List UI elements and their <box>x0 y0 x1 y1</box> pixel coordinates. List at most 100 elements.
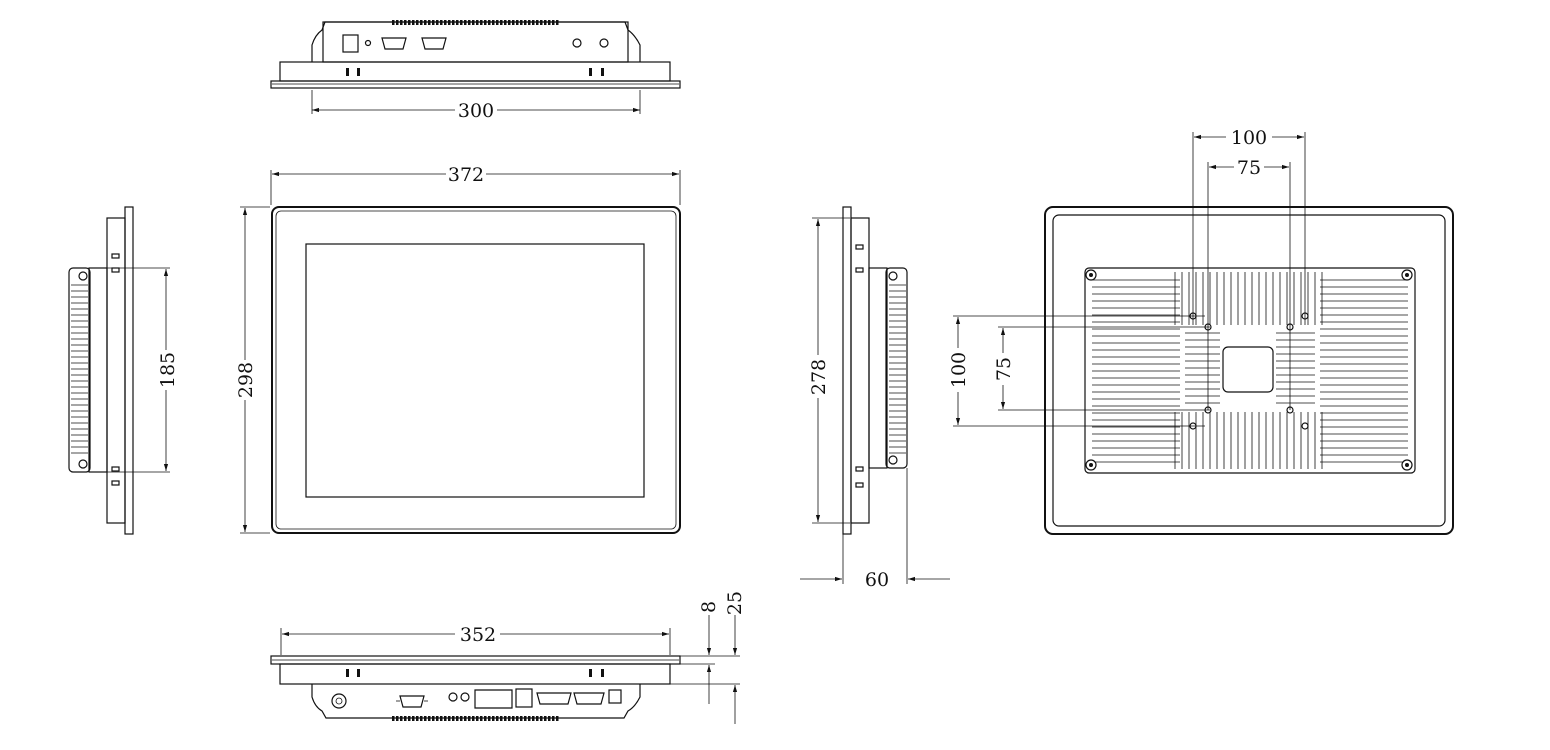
db9-port-icon <box>421 37 447 50</box>
vesa-v-outer-label: 100 <box>948 352 970 388</box>
vent-slot <box>416 716 419 721</box>
front-view: 372 298 <box>235 164 681 534</box>
hdmi-port-icon <box>474 689 513 709</box>
vent-slot <box>456 20 459 25</box>
vent-slot <box>548 20 551 25</box>
screw-center <box>1089 463 1093 467</box>
vent-slot <box>556 20 559 25</box>
lan-port-icon <box>515 688 533 708</box>
vent-slot <box>480 716 483 721</box>
audio-jack-icon <box>448 692 458 702</box>
mount-screws <box>1085 269 1413 471</box>
top-width-label: 300 <box>458 100 494 122</box>
vent-slot <box>524 20 527 25</box>
vent-slot <box>392 716 395 721</box>
bottom-view: 352 8 25 <box>270 591 746 724</box>
vent-slot <box>444 716 447 721</box>
vent-slot <box>512 20 515 25</box>
top-vent-strip <box>392 20 559 25</box>
vent-slot <box>404 20 407 25</box>
vent-slot <box>472 716 475 721</box>
screw-center <box>1405 463 1409 467</box>
vent-slot <box>516 716 519 721</box>
vent-slot <box>524 716 527 721</box>
vent-slot <box>520 716 523 721</box>
vent-slot <box>412 716 415 721</box>
vent-slot <box>532 20 535 25</box>
vent-slot <box>464 716 467 721</box>
vent-slot <box>400 20 403 25</box>
bezel-thickness-label: 8 <box>698 601 720 613</box>
vent-slot <box>536 716 539 721</box>
vent-slot <box>432 716 435 721</box>
vent-slot <box>556 716 559 721</box>
display-screen <box>305 243 645 498</box>
left-side-view: 185 <box>68 206 179 535</box>
audio-jack-icon <box>460 692 470 702</box>
vent-slot <box>404 716 407 721</box>
vent-slot <box>420 20 423 25</box>
vent-slot <box>460 20 463 25</box>
vent-slot <box>396 20 399 25</box>
vent-slot <box>488 716 491 721</box>
vent-slot <box>520 20 523 25</box>
vent-slot <box>448 716 451 721</box>
screw-center <box>1089 273 1093 277</box>
vent-slot <box>400 716 403 721</box>
power-button-icon <box>331 693 347 709</box>
back-view: 100 75 100 75 <box>948 127 1454 535</box>
vent-slot <box>412 20 415 25</box>
vent-slot <box>396 716 399 721</box>
vent-slot <box>496 716 499 721</box>
vent-slot <box>436 20 439 25</box>
vent-slot <box>468 716 471 721</box>
vent-slot <box>448 20 451 25</box>
vent-slot <box>528 716 531 721</box>
vent-slot <box>440 716 443 721</box>
depth-label: 60 <box>865 569 889 591</box>
vent-slot <box>480 20 483 25</box>
vga-port-icon <box>536 692 572 705</box>
vent-slot <box>392 20 395 25</box>
vent-slot <box>444 20 447 25</box>
vent-slot <box>508 716 511 721</box>
panel-thickness-label: 25 <box>724 591 746 615</box>
right-side-view: 278 60 <box>800 206 950 591</box>
vent-slot <box>424 20 427 25</box>
vent-slot <box>496 20 499 25</box>
vent-slot <box>468 20 471 25</box>
vesa-h-inner-label: 75 <box>1237 157 1261 179</box>
vent-slot <box>552 716 555 721</box>
side-height-label: 278 <box>808 359 830 395</box>
usb-port-icon <box>608 689 622 704</box>
bottom-vent-strip <box>392 716 559 721</box>
vent-slot <box>484 716 487 721</box>
vent-slot <box>508 20 511 25</box>
vent-slot <box>420 716 423 721</box>
vesa-v-inner-label: 75 <box>993 357 1015 381</box>
vent-slot <box>476 20 479 25</box>
vent-slot <box>532 716 535 721</box>
vent-slot <box>504 716 507 721</box>
hole-spacing-label: 185 <box>157 352 179 388</box>
com-port-icon <box>573 692 605 705</box>
front-height-label: 298 <box>235 362 257 398</box>
led-icon <box>572 38 582 48</box>
vent-slot <box>504 20 507 25</box>
vent-slot <box>484 20 487 25</box>
right-heatsink-fins <box>889 284 906 454</box>
vent-slot <box>512 716 515 721</box>
vent-slot <box>540 716 543 721</box>
vent-slot <box>452 20 455 25</box>
vent-slot <box>516 20 519 25</box>
vent-slot <box>544 20 547 25</box>
db9-port-icon <box>381 37 407 50</box>
bottom-width-label: 352 <box>460 624 496 646</box>
vent-slot <box>492 716 495 721</box>
heatsink-fins <box>1092 272 1408 469</box>
vent-slot <box>472 20 475 25</box>
led-icon <box>599 38 609 48</box>
vent-slot <box>440 20 443 25</box>
center-pad <box>1222 346 1274 393</box>
vent-slot <box>436 716 439 721</box>
